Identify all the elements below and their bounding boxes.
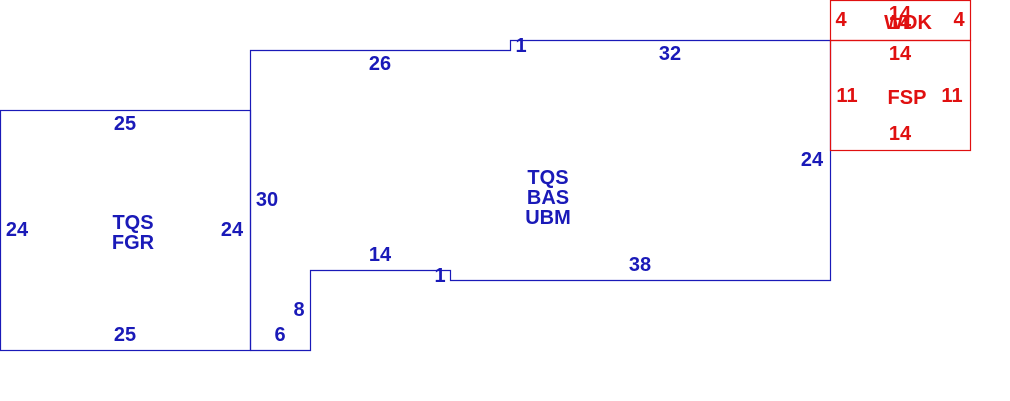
main-code-2: BAS xyxy=(526,187,570,209)
main-dim-right: 24 xyxy=(800,149,824,171)
main-dim-step-side: 8 xyxy=(293,299,305,321)
main-code-3: UBM xyxy=(525,207,571,229)
garage-code-2: FGR xyxy=(111,232,155,254)
garage-dim-left: 24 xyxy=(5,219,29,241)
main-area-outline xyxy=(249,39,832,352)
wdk-dim-right: 4 xyxy=(953,9,965,31)
main-dim-top-left: 26 xyxy=(368,53,392,75)
wdk-outline xyxy=(829,0,972,42)
main-dim-notch-top: 1 xyxy=(515,35,527,57)
garage-dim-right: 24 xyxy=(220,219,244,241)
main-dim-left: 30 xyxy=(255,189,279,211)
main-dim-step-bottom: 6 xyxy=(274,324,286,346)
garage-area-codes: TQS FGR xyxy=(112,213,154,253)
porch-dim-right: 11 xyxy=(941,85,963,107)
garage-dim-top: 25 xyxy=(113,113,137,135)
wdk-dim-bottom: 14 xyxy=(888,12,912,34)
porch-dim-top: 14 xyxy=(888,43,912,65)
porch-dim-left: 11 xyxy=(836,85,858,107)
main-dim-step-top: 14 xyxy=(368,244,392,266)
main-dim-bottom-right: 38 xyxy=(628,254,652,276)
main-dim-notch-bottom: 1 xyxy=(434,265,446,287)
porch-dim-bottom: 14 xyxy=(888,123,912,145)
main-dim-top-right: 32 xyxy=(658,43,682,65)
garage-dim-bottom: 25 xyxy=(113,324,137,346)
main-code-1: TQS xyxy=(527,167,569,189)
main-area-codes: TQS BAS UBM xyxy=(525,168,571,228)
wdk-dim-left: 4 xyxy=(835,9,847,31)
wdk-dim-top: 14 xyxy=(888,3,912,25)
wdk-code: WDK xyxy=(884,12,932,34)
porch-code: FSP xyxy=(887,87,927,109)
garage-code-1: TQS xyxy=(112,212,154,234)
